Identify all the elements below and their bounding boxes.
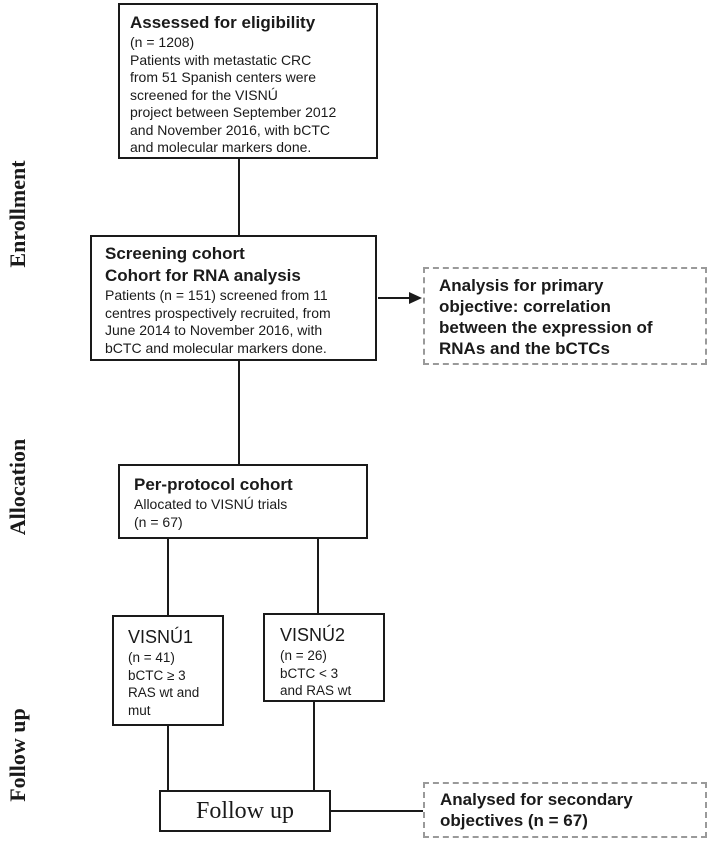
secondary-analysis-line: Analysed for secondary	[440, 790, 633, 809]
screening-title: Screening cohort	[105, 244, 245, 263]
phase-label-allocation: Allocation	[5, 438, 30, 536]
screening-line: centres prospectively recruited, from	[105, 304, 331, 321]
assessed-eligibility-box: Assessed for eligibility (n = 1208) Pati…	[118, 3, 378, 159]
visnu1-line: (n = 41)	[128, 650, 175, 665]
arrow-line-screening-to-primary	[378, 297, 412, 299]
assessed-title: Assessed for eligibility	[130, 13, 316, 32]
connector-visnu1-to-followup	[167, 725, 169, 792]
per-protocol-title: Per-protocol cohort	[134, 475, 293, 494]
follow-up-box: Follow up	[159, 790, 331, 832]
screening-cohort-box: Screening cohort Cohort for RNA analysis…	[90, 235, 377, 361]
connector-followup-to-secondary	[329, 810, 423, 812]
primary-analysis-line: RNAs and the bCTCs	[439, 339, 610, 358]
phase-label-enrollment: Enrollment	[5, 160, 30, 268]
secondary-analysis-line: objectives (n = 67)	[440, 811, 588, 830]
screening-title: Cohort for RNA analysis	[105, 266, 301, 285]
phase-label-follow-up: Follow up	[5, 708, 30, 802]
assessed-line: Patients with metastatic CRC	[130, 51, 312, 68]
visnu1-title: VISNÚ1	[128, 627, 194, 647]
assessed-line: screened for the VISNÚ	[130, 86, 278, 103]
connector-visnu2-to-followup	[313, 701, 315, 792]
visnu1-line: bCTC ≥ 3	[128, 667, 186, 683]
per-protocol-line: (n = 67)	[134, 513, 183, 530]
visnu2-title: VISNÚ2	[280, 625, 346, 645]
assessed-line: project between September 2012	[130, 104, 337, 120]
screening-line: bCTC and molecular markers done.	[105, 339, 327, 356]
primary-analysis-line: objective: correlation	[439, 297, 611, 316]
visnu1-line: RAS wt and	[128, 685, 200, 700]
screening-line: Patients (n = 151) screened from 11	[105, 287, 328, 303]
primary-analysis-box: Analysis for primary objective: correlat…	[423, 267, 707, 365]
visnu2-box: VISNÚ2 (n = 26) bCTC < 3 and RAS wt	[263, 613, 385, 702]
visnu2-line: (n = 26)	[280, 648, 327, 663]
secondary-analysis-box: Analysed for secondary objectives (n = 6…	[423, 782, 707, 838]
connector-perprotocol-to-visnu1	[167, 537, 169, 617]
visnu2-line: bCTC < 3	[280, 665, 339, 681]
follow-up-title: Follow up	[195, 797, 294, 824]
screening-line: June 2014 to November 2016, with	[105, 322, 323, 338]
visnu1-box: VISNÚ1 (n = 41) bCTC ≥ 3 RAS wt and mut	[112, 615, 224, 726]
arrow-head-icon	[409, 292, 422, 304]
connector-assessed-to-screening	[238, 158, 240, 236]
connector-perprotocol-to-visnu2	[317, 537, 319, 615]
assessed-line: from 51 Spanish centers were	[130, 69, 316, 85]
primary-analysis-line: between the expression of	[439, 318, 653, 337]
assessed-line: (n = 1208)	[130, 34, 195, 50]
visnu2-line: and RAS wt	[280, 683, 352, 698]
assessed-line: and molecular markers done.	[130, 139, 312, 155]
primary-analysis-line: Analysis for primary	[439, 276, 604, 295]
visnu1-line: mut	[128, 702, 151, 718]
assessed-line: and November 2016, with bCTC	[130, 121, 330, 138]
connector-screening-to-perprotocol	[238, 360, 240, 464]
per-protocol-box: Per-protocol cohort Allocated to VISNÚ t…	[118, 464, 368, 539]
per-protocol-line: Allocated to VISNÚ trials	[134, 496, 288, 512]
